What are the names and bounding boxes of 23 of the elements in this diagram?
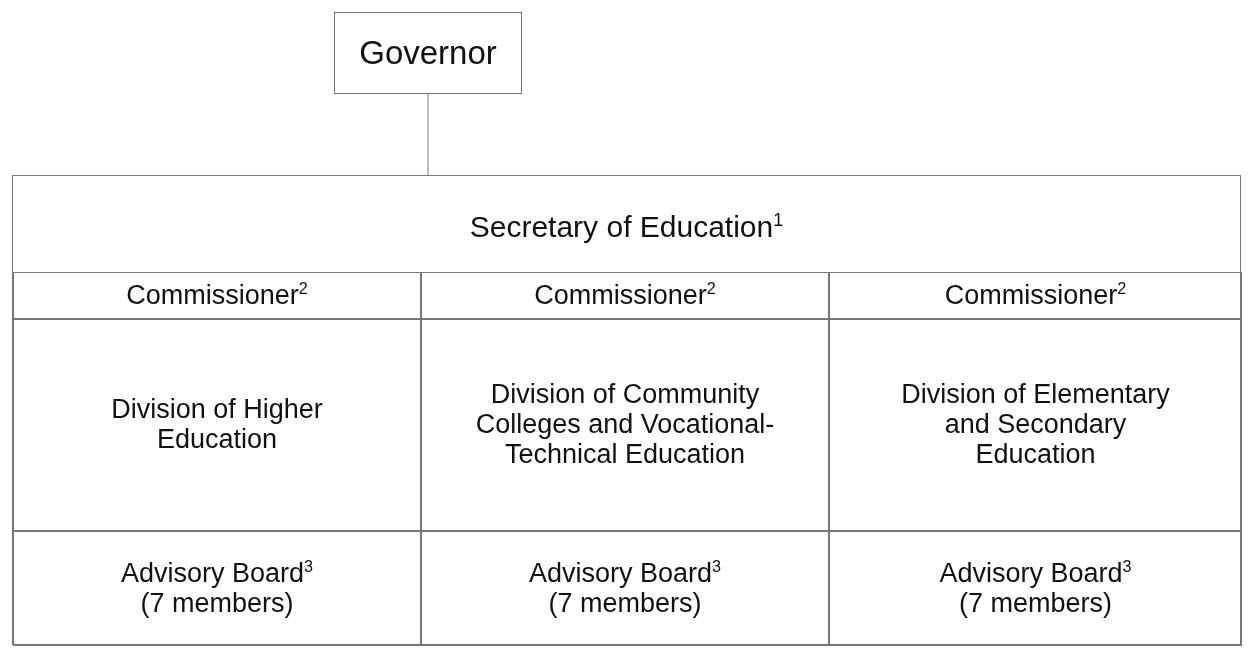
organization-table bbox=[12, 175, 1241, 645]
table-cell bbox=[421, 319, 829, 531]
table-cell bbox=[829, 531, 1242, 646]
title-box bbox=[334, 12, 522, 94]
cell-text: Governor bbox=[359, 34, 497, 72]
cell-text: Division of Elementary and Secondary Education bbox=[900, 380, 1171, 470]
table-cell bbox=[13, 531, 421, 646]
table-cell bbox=[13, 319, 421, 531]
cell-text: Division of Community Colleges and Vocational-Technical Education bbox=[475, 380, 775, 470]
cell-text: Division of Higher Education bbox=[110, 395, 324, 455]
connector-line bbox=[427, 93, 429, 176]
table-cell bbox=[421, 531, 829, 646]
table-cell bbox=[829, 272, 1242, 319]
table-cell bbox=[421, 272, 829, 319]
cell-text: Advisory Board$^{3}$ (7 members) bbox=[119, 558, 315, 619]
heading-text: Secretary of Education$^{1}$ bbox=[468, 210, 785, 243]
table-cell bbox=[13, 272, 421, 319]
cell-text: Commissioner$^{2}$ bbox=[126, 280, 308, 311]
cell-text: Advisory Board$^{3}$ (7 members) bbox=[938, 558, 1133, 619]
cell-text: Commissioner$^{2}$ bbox=[944, 280, 1127, 311]
table-cell bbox=[829, 319, 1242, 531]
cell-text: Advisory Board$^{3}$ (7 members) bbox=[527, 558, 723, 619]
cell-text: Commissioner$^{2}$ bbox=[534, 280, 716, 311]
